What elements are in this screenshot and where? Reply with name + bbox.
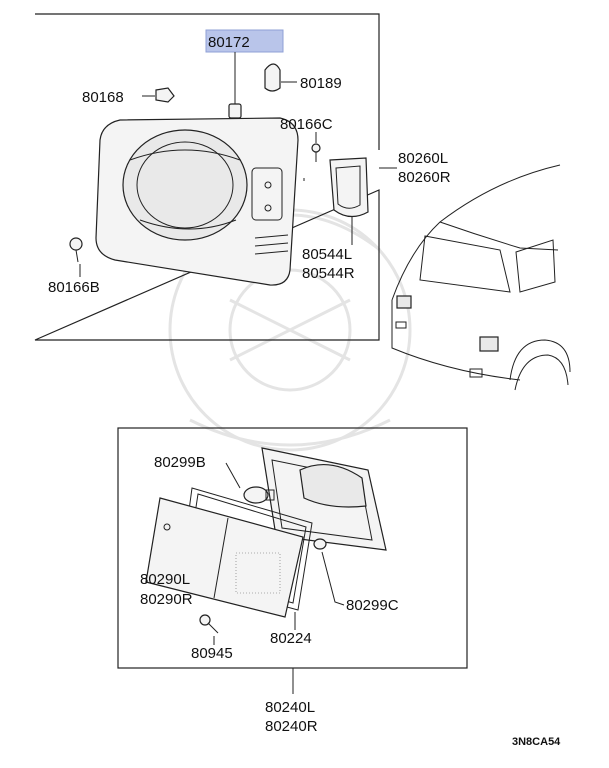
bulb-80189	[264, 63, 281, 92]
label-80290R[interactable]: 80290R	[140, 591, 193, 608]
label-80168[interactable]: 80168	[82, 89, 124, 106]
label-80224[interactable]: 80224	[270, 630, 312, 647]
diagram-code: 3N8CA54	[512, 736, 561, 748]
label-80299B[interactable]: 80299B	[154, 454, 206, 471]
label-80240L[interactable]: 80240L	[265, 699, 315, 716]
lens-80290	[145, 497, 304, 618]
screw-80945	[199, 614, 219, 634]
label-80166C[interactable]: 80166C	[280, 116, 333, 133]
label-80240R[interactable]: 80240R	[265, 718, 318, 735]
screw-80166C	[311, 143, 321, 162]
label-80544R[interactable]: 80544R	[302, 265, 355, 282]
label-80299C[interactable]: 80299C	[346, 597, 399, 614]
screw-80166B	[69, 237, 83, 263]
label-80544L[interactable]: 80544L	[302, 246, 352, 263]
bulb-80299C	[313, 538, 327, 550]
clip-80168	[155, 87, 175, 103]
side-lens-80544	[329, 157, 369, 218]
label-80189[interactable]: 80189	[300, 75, 342, 92]
truck-front	[391, 164, 571, 391]
socket-80172	[228, 98, 242, 119]
label-80290L[interactable]: 80290L	[140, 571, 190, 588]
label-80172[interactable]: 80172	[208, 34, 250, 51]
label-80945[interactable]: 80945	[191, 645, 233, 662]
lamp-housing	[261, 447, 387, 551]
label-80260L[interactable]: 80260L	[398, 150, 448, 167]
label-80166B[interactable]: 80166B	[48, 279, 100, 296]
label-80260R[interactable]: 80260R	[398, 169, 451, 186]
bulb-80299B	[243, 486, 275, 504]
headlamp-bezel	[95, 117, 299, 286]
highlight-80172	[205, 29, 284, 53]
